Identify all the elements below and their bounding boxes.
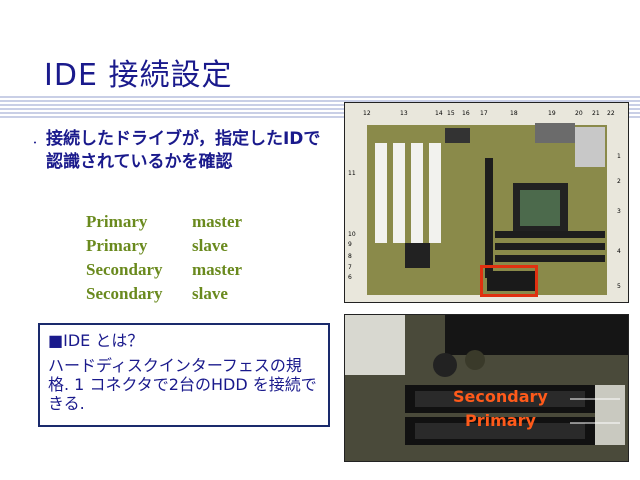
callout-label: 3 <box>617 208 621 215</box>
callout-label: 20 <box>575 110 583 117</box>
callout-label: 11 <box>348 170 356 177</box>
callout-label: 15 <box>447 110 455 117</box>
bullet-marker: ･ <box>32 136 39 150</box>
callout-label: 17 <box>480 110 488 117</box>
connector-illustration <box>345 315 628 461</box>
callout-label: 5 <box>617 283 621 290</box>
primary-connector-label: Primary <box>465 411 536 430</box>
motherboard-photo: 12 13 14 15 16 17 18 19 20 21 22 11 10 9… <box>344 102 629 303</box>
mode-role: slave <box>192 236 228 255</box>
bullet-text: 接続したドライブが，指定したIDで認識されているかを確認 <box>46 129 321 172</box>
slide-title: IDE 接続設定 <box>44 58 233 93</box>
mode-role: master <box>192 212 243 231</box>
motherboard-illustration: 12 13 14 15 16 17 18 19 20 21 22 11 10 9… <box>345 103 628 302</box>
mode-bus: Secondary <box>86 260 163 279</box>
mode-role: slave <box>192 284 228 303</box>
callout-label: 14 <box>435 110 443 117</box>
callout-label: 22 <box>607 110 615 117</box>
callout-label: 8 <box>348 253 352 260</box>
callout-label: 9 <box>348 241 352 248</box>
callout-label: 16 <box>462 110 470 117</box>
callout-label: 2 <box>617 178 621 185</box>
mode-row: Secondary slave <box>86 282 242 306</box>
callout-label: 4 <box>617 248 621 255</box>
callout-label: 6 <box>348 274 352 281</box>
ide-info-box: ■IDE とは？ ハードディスクインターフェスの規格. 1 コネクタで2台のHD… <box>38 323 330 427</box>
mode-bus: Primary <box>86 236 148 255</box>
info-box-title: ■IDE とは？ <box>48 331 144 350</box>
secondary-connector-label: Secondary <box>453 387 548 406</box>
ide-highlight-box <box>480 265 538 297</box>
callout-label: 10 <box>348 231 356 238</box>
callout-label: 13 <box>400 110 408 117</box>
mode-row: Secondary master <box>86 258 242 282</box>
callout-label: 21 <box>592 110 600 117</box>
callout-label: 19 <box>548 110 556 117</box>
mode-row: Primary slave <box>86 234 242 258</box>
ide-connector-photo: Secondary Primary <box>344 314 629 462</box>
info-box-body: ハードディスクインターフェスの規格. 1 コネクタで2台のHDD を接続できる. <box>48 356 317 413</box>
mode-bus: Primary <box>86 212 148 231</box>
mode-role: master <box>192 260 243 279</box>
mode-bus: Secondary <box>86 284 163 303</box>
callout-label: 18 <box>510 110 518 117</box>
callout-label: 1 <box>617 153 621 160</box>
callout-label: 12 <box>363 110 371 117</box>
callout-label: 7 <box>348 264 352 271</box>
mode-list: Primary master Primary slave Secondary m… <box>86 210 242 306</box>
mode-row: Primary master <box>86 210 242 234</box>
